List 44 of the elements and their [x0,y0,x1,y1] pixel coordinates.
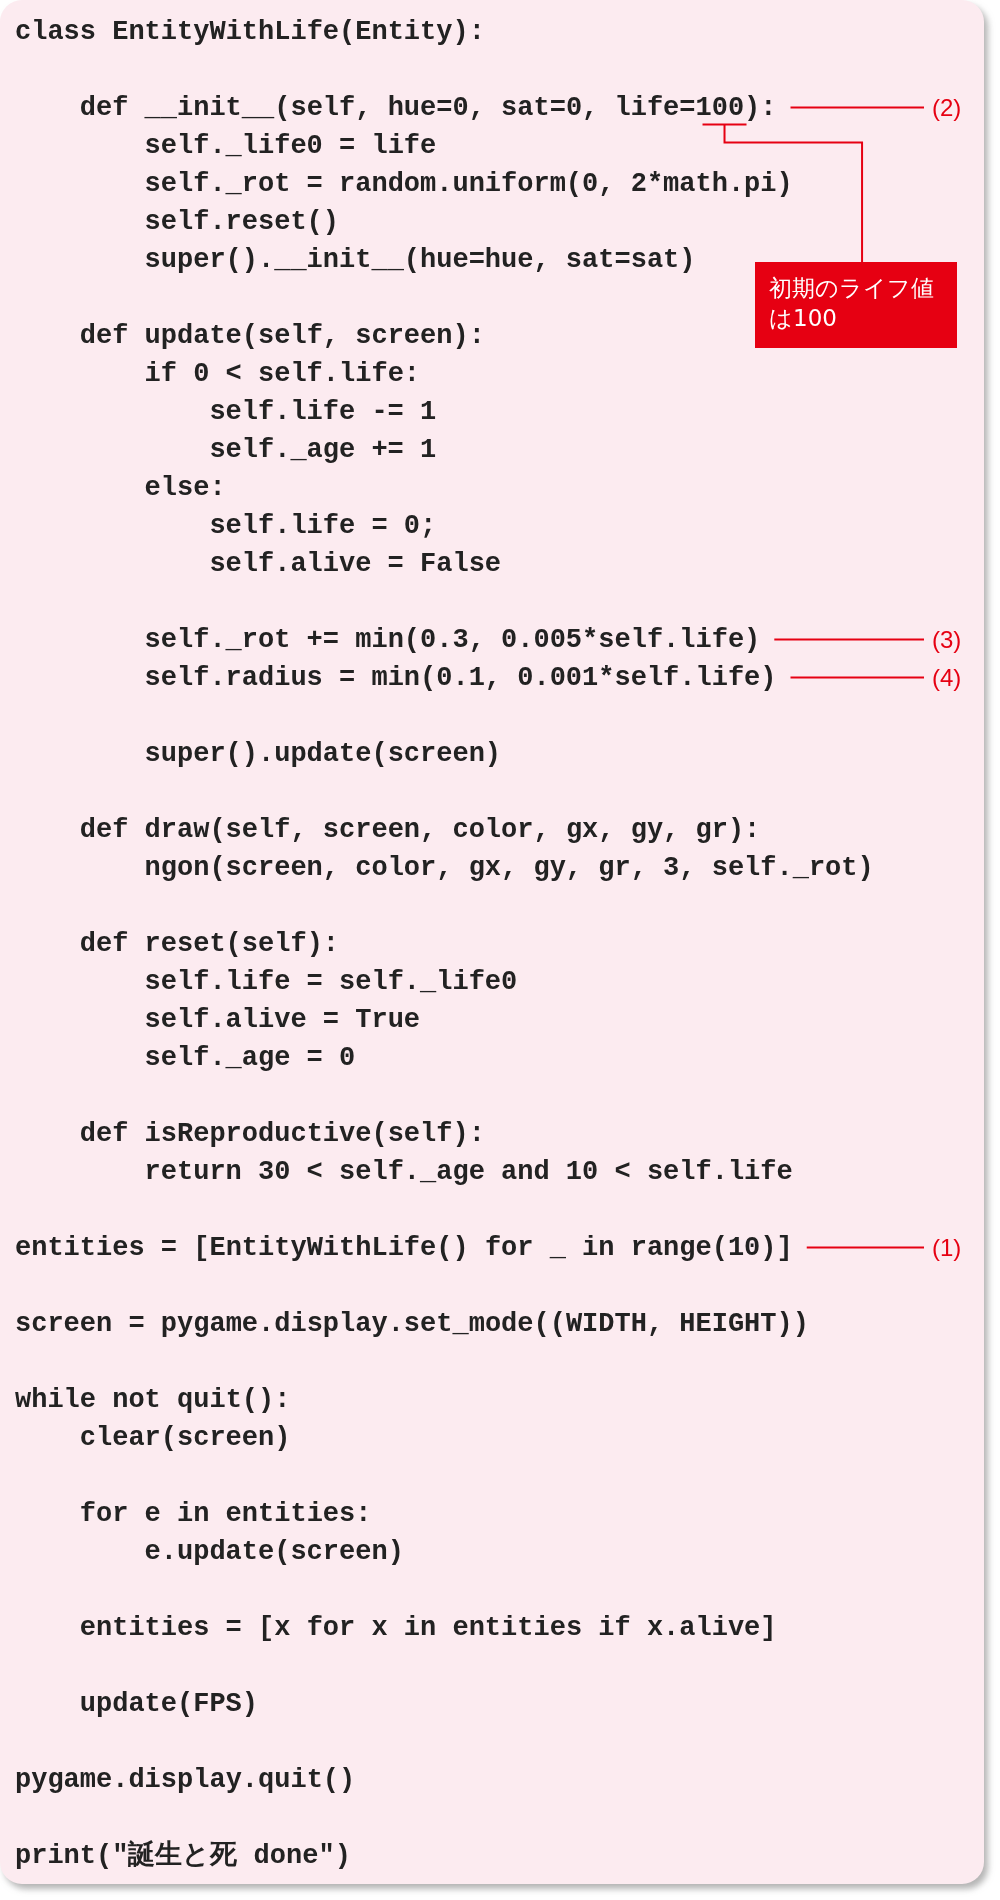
code-line: pygame.display.quit() [15,1763,356,1796]
code-line: update(FPS) [79,1687,259,1720]
code-line: super().__init__(hue=hue, sat=sat) [144,243,696,276]
leader-line [773,638,925,641]
code-line: if 0 < self.life: [144,357,421,390]
code-line: else: [144,471,226,504]
code-line: self._age += 1 [209,433,437,466]
code-line: self._rot = random.uniform(0, 2*math.pi) [144,167,793,200]
code-line: self.alive = True [144,1003,421,1036]
leader-line [701,123,864,263]
code-line: def reset(self): [79,927,340,960]
code-line: for e in entities: [79,1497,372,1530]
callout-number: (2) [932,93,962,122]
code-line: self.life = 0; [209,509,437,542]
leader-line [805,1246,925,1249]
code-line: entities = [x for x in entities if x.alive] [79,1611,777,1644]
callout-box: 初期のライフ値は100 [755,262,957,348]
leader-line [789,676,925,679]
code-line: self._rot += min(0.3, 0.005*self.life) [144,623,761,656]
code-line: self.life = self._life0 [144,965,518,998]
code-line: def isReproductive(self): [79,1117,485,1150]
code-line: def update(self, screen): [79,319,485,352]
code-line: screen = pygame.display.set_mode((WIDTH, HEIGHT)) [15,1307,809,1340]
code-line: super().update(screen) [144,737,502,770]
code-line: print("誕生と死 done") [15,1839,351,1872]
code-line: self.radius = min(0.1, 0.001*self.life) [144,661,777,694]
code-line: return 30 < self._age and 10 < self.life [144,1155,793,1188]
callout-number: (3) [932,625,962,654]
code-line: clear(screen) [79,1421,291,1454]
code-line: while not quit(): [15,1383,291,1416]
code-line: entities = [EntityWithLife() for _ in range(10)] [15,1231,793,1264]
code-line: self.life -= 1 [209,395,437,428]
leader-line [789,106,925,109]
code-line: self._life0 = life [144,129,437,162]
code-line: def __init__(self, hue=0, sat=0, life=100): [79,91,777,124]
code-line: ngon(screen, color, gx, gy, gr, 3, self._rot) [144,851,874,884]
callout-number: (1) [932,1233,962,1262]
code-line: self.alive = False [209,547,502,580]
code-line: def draw(self, screen, color, gx, gy, gr): [79,813,761,846]
code-line: e.update(screen) [144,1535,404,1568]
code-line: class EntityWithLife(Entity): [15,15,485,48]
code-line: self.reset() [144,205,340,238]
callout-number: (4) [932,663,962,692]
code-line: self._age = 0 [144,1041,356,1074]
